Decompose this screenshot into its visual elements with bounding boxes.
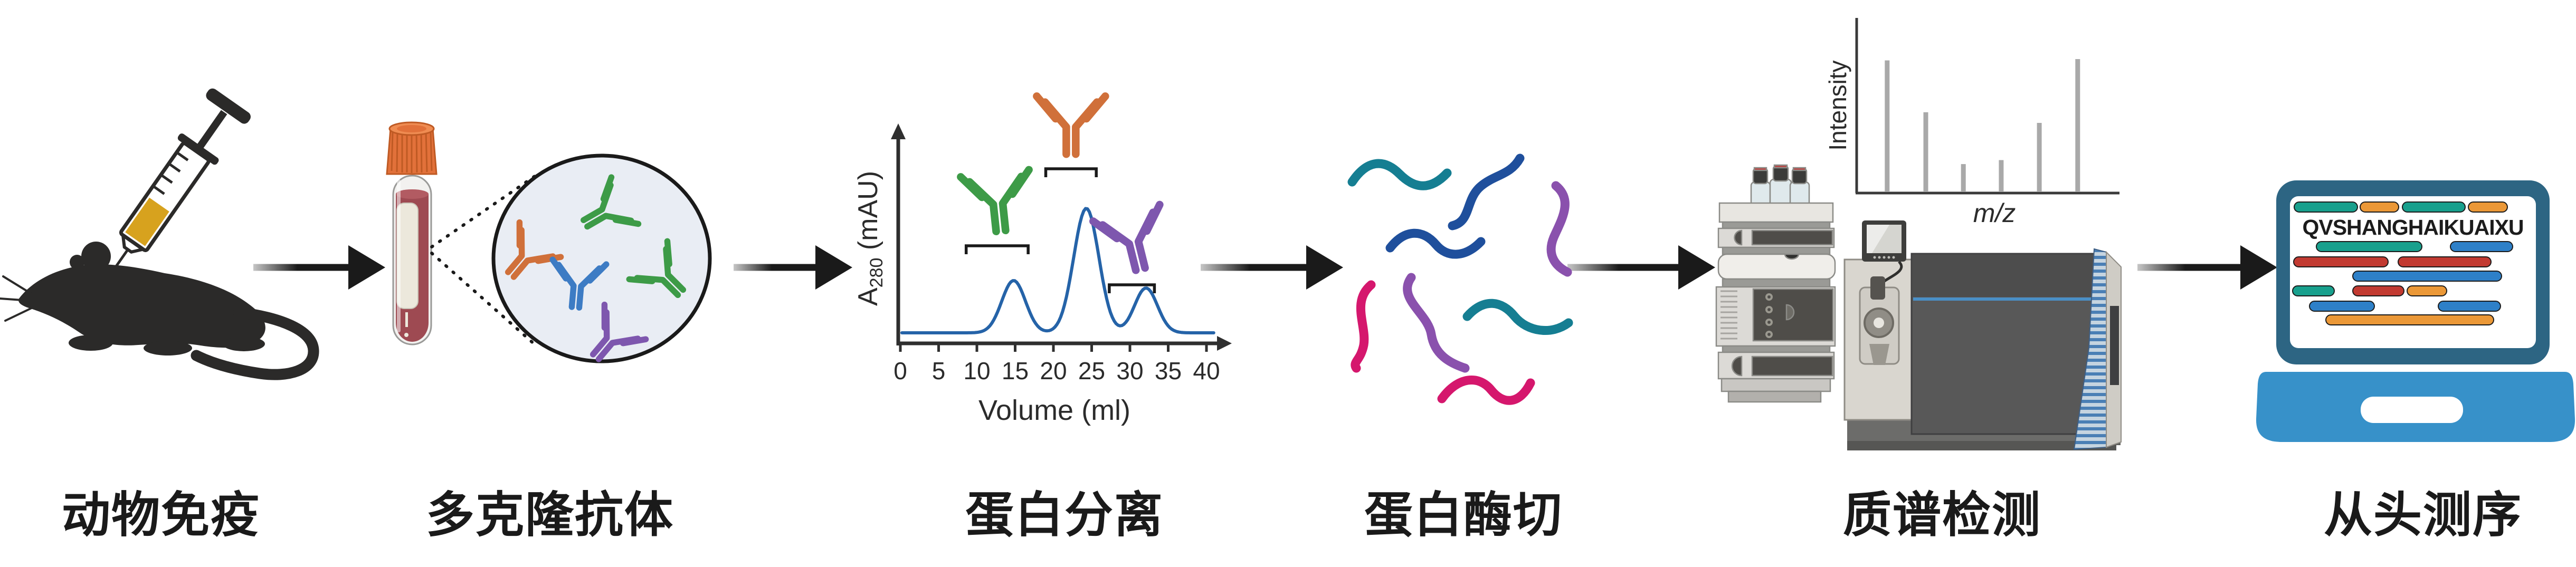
x-tick-label: 15 xyxy=(1001,357,1029,385)
sequence-coverage-bar xyxy=(2294,201,2358,213)
sequence-coverage-bar xyxy=(2352,285,2404,296)
peptide-icon xyxy=(1403,273,1470,373)
chromatogram-x-axis-label: Volume (ml) xyxy=(978,395,1131,426)
sequence-coverage-bar xyxy=(2292,285,2335,296)
sequence-coverage-bar xyxy=(2402,201,2466,213)
sequence-coverage-bar xyxy=(2468,201,2508,213)
tube-cap xyxy=(386,121,438,175)
antibody-icon xyxy=(1093,205,1174,277)
hplc-stack-icon xyxy=(1715,164,1836,403)
x-tick-label: 25 xyxy=(1078,357,1106,385)
peptide-icon xyxy=(1385,228,1486,259)
arrow-icon xyxy=(1201,245,1343,290)
spectrum-bar xyxy=(1923,112,1928,192)
antibody-icon xyxy=(1037,96,1105,154)
flow-arrows xyxy=(253,245,2277,290)
chromatogram-y-axis-label: A280 (mAU) xyxy=(853,170,887,306)
magnifier-circle xyxy=(490,153,712,374)
step-label-digestion: 蛋白酶切 xyxy=(1364,488,1563,542)
step-label-sequencing: 从头测序 xyxy=(2323,488,2523,542)
spectrum-y-axis-label: Intensity xyxy=(1824,60,1851,151)
denovo-sequence-text: QVSHANGHAIKUAIXU xyxy=(2302,215,2524,239)
y-axis-arrowhead xyxy=(891,123,906,139)
x-tick-label: 40 xyxy=(1193,357,1220,385)
peptide-icon xyxy=(1448,153,1525,230)
peptide-icon xyxy=(1347,159,1452,190)
syringe-icon xyxy=(102,88,251,285)
mouse-icon xyxy=(0,242,319,380)
ion-source xyxy=(1859,276,1900,365)
x-axis-arrowhead xyxy=(1217,336,1232,351)
sequence-coverage-bar xyxy=(2438,301,2501,312)
sequence-coverage-bar xyxy=(2325,314,2494,325)
sequence-coverage-bar xyxy=(2398,256,2492,267)
peptide-icon xyxy=(1546,181,1572,277)
x-tick-label: 20 xyxy=(1040,357,1067,385)
spectrum-bar xyxy=(2075,59,2080,192)
x-tick-label: 35 xyxy=(1154,357,1182,385)
spectrum-bar xyxy=(1999,160,2004,192)
chromatogram-chart xyxy=(891,96,1232,352)
arrow-icon xyxy=(2137,245,2277,290)
spectrum-peaks xyxy=(1885,59,2080,192)
sequence-coverage-bar xyxy=(2450,241,2513,252)
peptide-squiggles xyxy=(1347,153,1573,405)
step-label-immunization: 动物免疫 xyxy=(61,488,261,542)
x-tick-label: 5 xyxy=(931,357,946,385)
x-tick-label: 0 xyxy=(893,357,907,385)
mass-spectrometer-icon xyxy=(1843,220,2122,450)
spectrum-x-axis-label: m/z xyxy=(1973,198,2016,228)
step-label-ms-detection: 质谱检测 xyxy=(1842,488,2042,542)
x-tick-label: 30 xyxy=(1116,357,1144,385)
arrow-icon xyxy=(253,245,385,290)
chromatogram-curve xyxy=(900,207,1215,334)
sequence-coverage-bar xyxy=(2316,241,2422,252)
step-label-separation: 蛋白分离 xyxy=(965,488,1164,542)
arrow-icon xyxy=(734,245,852,290)
antibody-icon xyxy=(961,170,1035,235)
sequence-coverage-bar xyxy=(2309,301,2375,312)
peptide-icon xyxy=(1437,376,1535,405)
instrument-monitor xyxy=(1862,220,1906,294)
peptide-icon xyxy=(1351,280,1376,373)
step-label-polyclonal: 多克隆抗体 xyxy=(425,488,674,542)
mouse-whiskers xyxy=(0,275,33,322)
sequence-coverage-bar xyxy=(2407,285,2447,296)
x-tick-label: 10 xyxy=(963,357,991,385)
spectrum-bar xyxy=(1961,164,1966,192)
magnifier-dotted-lines xyxy=(430,171,541,345)
laptop-screen: QVSHANGHAIKUAIXU xyxy=(2290,196,2536,348)
peak-brackets xyxy=(964,167,1156,293)
spectrum-bar xyxy=(2037,123,2042,192)
blood-tube-icon xyxy=(386,121,438,345)
peak-antibody-icons xyxy=(961,96,1174,277)
spectrum-bar xyxy=(1885,60,1890,192)
sequence-coverage-bar xyxy=(2293,256,2389,267)
peptide-icon xyxy=(1462,299,1573,335)
sequence-coverage-bar xyxy=(2360,201,2399,213)
mass-spectrum-chart xyxy=(1855,18,2119,195)
arrow-icon xyxy=(1567,245,1715,290)
sequence-coverage-bar xyxy=(2352,271,2502,282)
